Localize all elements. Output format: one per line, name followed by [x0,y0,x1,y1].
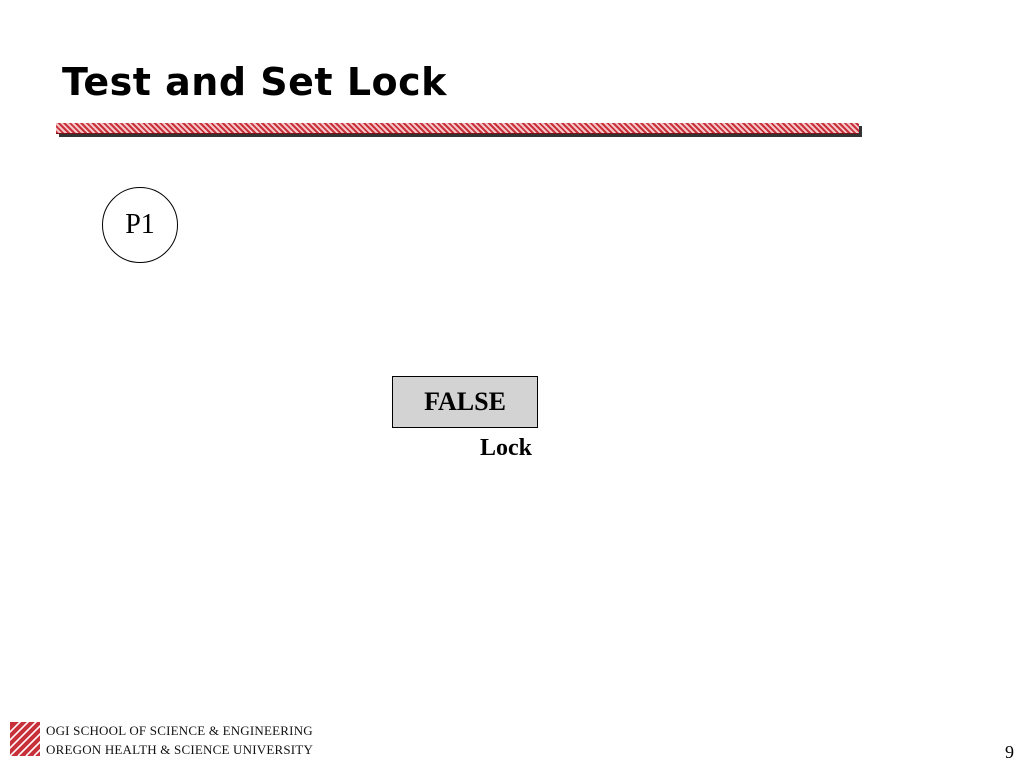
footer-school-name: OGI SCHOOL OF SCIENCE & ENGINEERING [46,723,313,738]
page-number: 9 [1005,742,1014,762]
lock-value-box: FALSE [392,376,538,428]
slide-title: Test and Set Lock [62,60,447,104]
process-label: P1 [125,209,155,240]
lock-caption: Lock [480,435,533,461]
ogi-stripes-logo-icon [10,722,40,756]
footer-university-name: OREGON HEALTH & SCIENCE UNIVERSITY [46,742,314,757]
process-node-p1: P1 [102,187,178,263]
title-underline-rule [56,123,859,134]
lock-value: FALSE [424,387,506,416]
